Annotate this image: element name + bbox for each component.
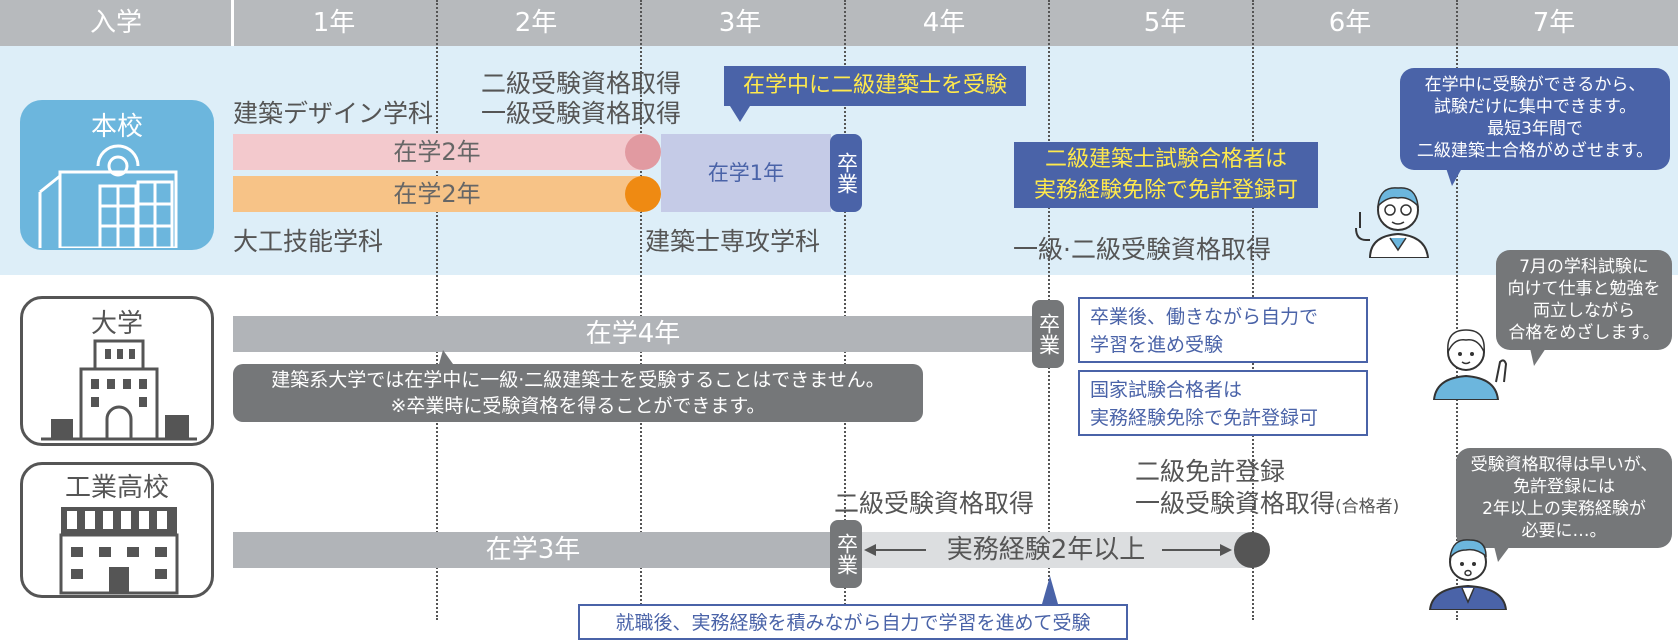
header-year-4: 4年 — [922, 8, 966, 38]
daigaku-label: 大学 — [90, 309, 143, 339]
kogyo-bubble-line2: 免許登録には — [1513, 477, 1615, 497]
kogyo-graduation-badge: 卒業 — [830, 520, 862, 588]
daigaku-speech-bubble: 7月の学科試験に 向けて仕事と勉強を 両立しながら 合格をめざします。 — [1496, 250, 1672, 350]
daiku-bar: 在学2年 — [233, 176, 641, 212]
kogyo-graduation-text: 卒業 — [834, 533, 859, 575]
exam-callout-pointer — [730, 106, 750, 122]
honko-bubble-line2: 試験だけに集中できます。 — [1433, 97, 1637, 117]
year-line-6 — [1456, 0, 1458, 620]
kogyo-qual-1-label: 一級受験資格取得(合格者) — [1135, 484, 1399, 520]
worried-man-icon — [1428, 539, 1508, 610]
daigaku-graduation-badge: 卒業 — [1032, 300, 1064, 368]
honko-bubble-line1: 在学中に受験ができるから、 — [1424, 75, 1646, 95]
kogyo-qual-1-note: (合格者) — [1335, 497, 1400, 517]
dept-daiku-label: 大工技能学科 — [233, 227, 384, 256]
honko-qual-2-label: 二級受験資格取得 — [481, 69, 682, 98]
dept-kenchikushi-label: 建築士専攻学科 — [645, 227, 821, 256]
design-bar-end-dot — [625, 134, 661, 170]
header-year-5: 5年 — [1143, 8, 1187, 38]
honko-icon-box: 本校 — [20, 100, 214, 250]
kenchikushi-bar: 在学1年 — [661, 134, 831, 212]
honko-qual-both-label: 一級·二級受験資格取得 — [1013, 235, 1271, 264]
header-year-6: 6年 — [1328, 8, 1372, 38]
year-line-1 — [436, 0, 438, 620]
daigaku-bubble-line2: 向けて仕事と勉強を — [1507, 279, 1661, 299]
daigaku-bubble-line3: 両立しながら — [1533, 301, 1635, 321]
daigaku-bubble-tail — [1530, 348, 1546, 366]
kogyo-bubble-tail — [1494, 546, 1510, 562]
header-year-2: 2年 — [514, 8, 558, 38]
kogyo-selfstudy-box: 就職後、実務経験を積みながら自力で学習を進めて受験 — [578, 604, 1128, 640]
exam-callout: 在学中に二級建築士を受験 — [724, 66, 1026, 106]
daigaku-box2-line2: 実務経験免除で免許登録可 — [1090, 407, 1319, 429]
daigaku-box1-line1: 卒業後、働きながら自力で — [1090, 306, 1319, 328]
experience-label: 実務経験2年以上 — [946, 535, 1146, 565]
daigaku-box2-line1: 国家試験合格者は — [1090, 379, 1243, 401]
daigaku-exemption-box: 国家試験合格者は 実務経験免除で免許登録可 — [1078, 370, 1368, 436]
header-year-3: 3年 — [718, 8, 762, 38]
daigaku-graduation-text: 卒業 — [1036, 313, 1061, 355]
kogyo-qual-2-label: 二級受験資格取得 — [834, 489, 1035, 518]
honko-label: 本校 — [90, 112, 143, 142]
kogyo-bubble-line1: 受験資格取得は早いが、 — [1470, 455, 1658, 475]
kogyo-license-2-label: 二級免許登録 — [1135, 457, 1286, 486]
university-building-icon — [41, 339, 197, 441]
license-dot — [1234, 532, 1270, 568]
honko-bubble-line4: 二級建築士合格がめざせます。 — [1416, 141, 1654, 161]
daigaku-bubble-line4: 合格をめざします。 — [1508, 323, 1660, 343]
daiku-bar-end-dot — [625, 176, 661, 212]
daigaku-bar: 在学4年 — [233, 316, 1033, 352]
year-line-3 — [844, 0, 846, 620]
office-woman-icon — [1432, 329, 1508, 400]
honko-bubble-line3: 最短3年間で — [1487, 119, 1583, 139]
experience-arrow-icon — [864, 544, 1232, 556]
pass-exemption-box: 二級建築士試験合格者は 実務経験免除で免許登録可 — [1014, 142, 1318, 208]
year-line-2 — [640, 0, 642, 620]
header-entrance: 入学 — [89, 8, 142, 38]
daigaku-note-line1: 建築系大学では在学中に一級·二級建築士を受験することはできません。 — [271, 369, 885, 391]
kogyo-note-pointer — [1042, 576, 1058, 604]
kogyo-bubble-line3: 2年以上の実務経験が — [1482, 499, 1646, 519]
honko-speech-bubble: 在学中に受験ができるから、 試験だけに集中できます。 最短3年間で 二級建築士合… — [1400, 68, 1670, 170]
header-separator — [231, 0, 234, 46]
pass-exemption-line1: 二級建築士試験合格者は — [1044, 147, 1287, 172]
kogyo-bubble-line4: 必要に…。 — [1521, 521, 1607, 541]
design-bar: 在学2年 — [233, 134, 641, 170]
kogyo-speech-bubble: 受験資格取得は早いが、 免許登録には 2年以上の実務経験が 必要に…。 — [1456, 448, 1672, 548]
header-year-7: 7年 — [1532, 8, 1576, 38]
high-school-building-icon — [59, 507, 179, 595]
school-building-icon — [38, 144, 178, 248]
kogyo-icon-box: 工業高校 — [20, 462, 214, 598]
honko-graduation-text: 卒業 — [834, 152, 859, 194]
daigaku-note-line2: ※卒業時に受験資格を得ることができます。 — [390, 395, 766, 417]
kogyo-qual-1-text: 一級受験資格取得 — [1135, 489, 1336, 518]
year-header: 入学 1年 2年 3年 4年 5年 6年 7年 — [0, 0, 1678, 46]
teacher-man-icon — [1355, 187, 1430, 258]
honko-graduation-badge: 卒業 — [830, 134, 862, 212]
header-year-1: 1年 — [312, 8, 356, 38]
kogyo-label: 工業高校 — [64, 473, 169, 503]
daigaku-note: 建築系大学では在学中に一級·二級建築士を受験することはできません。 ※卒業時に受… — [233, 364, 923, 422]
daigaku-icon-box: 大学 — [20, 296, 214, 446]
pass-exemption-line2: 実務経験免除で免許登録可 — [1033, 178, 1298, 203]
daigaku-selfstudy-box: 卒業後、働きながら自力で 学習を進め受験 — [1078, 297, 1368, 363]
dept-design-label: 建築デザイン学科 — [233, 99, 434, 128]
daigaku-note-pointer — [439, 350, 453, 364]
honko-qual-1-label: 一級受験資格取得 — [481, 99, 682, 128]
daigaku-bubble-line1: 7月の学科試験に — [1519, 257, 1649, 277]
kogyo-bar: 在学3年 — [233, 532, 833, 568]
honko-bubble-tail — [1446, 168, 1462, 186]
daigaku-box1-line2: 学習を進め受験 — [1090, 334, 1224, 356]
